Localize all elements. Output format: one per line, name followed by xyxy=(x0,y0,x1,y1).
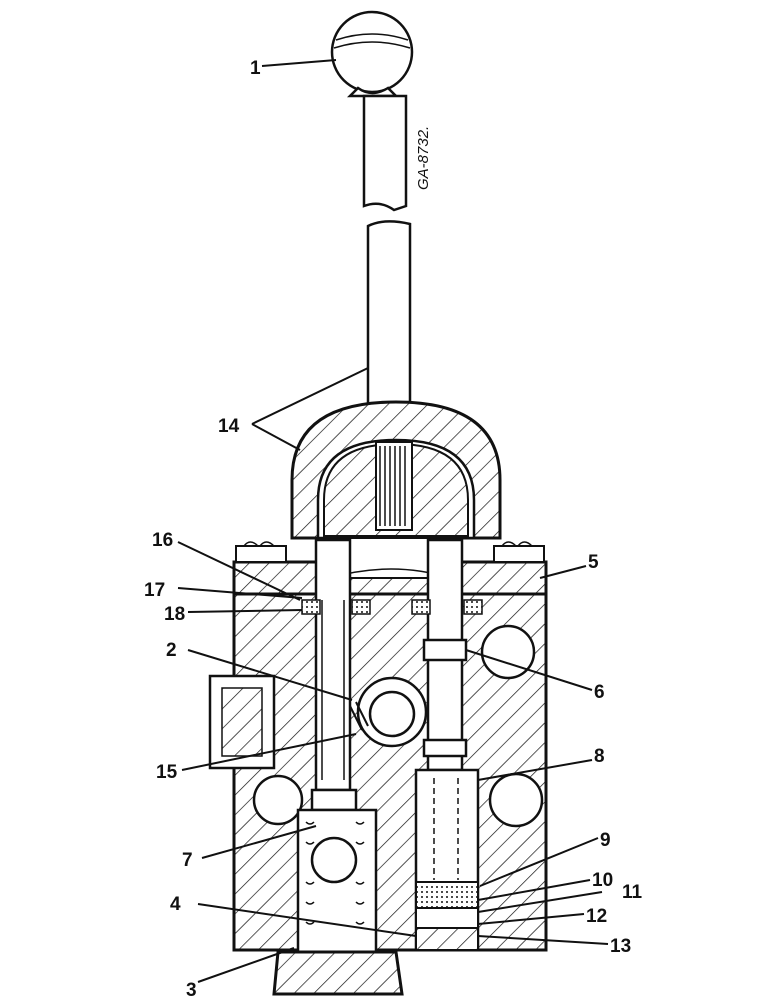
callout-12: 12 xyxy=(586,906,607,927)
callout-6: 6 xyxy=(594,682,605,703)
callout-1: 1 xyxy=(250,58,261,79)
dome-housing xyxy=(290,400,502,540)
drawing-reference: GA-8732. xyxy=(415,126,432,190)
bottom-plug xyxy=(272,950,404,996)
callout-14: 14 xyxy=(218,416,240,437)
callout-3: 3 xyxy=(186,980,197,1000)
callout-16: 16 xyxy=(152,530,173,551)
callout-15: 15 xyxy=(156,762,178,783)
callout-17: 17 xyxy=(144,580,165,601)
right-plunger-assembly xyxy=(414,538,480,952)
leader-lines xyxy=(177,59,609,983)
callout-10: 10 xyxy=(592,870,613,891)
callout-8: 8 xyxy=(594,746,605,767)
ball-detent xyxy=(349,690,416,738)
left-plunger-assembly xyxy=(296,538,378,962)
knob xyxy=(330,10,414,98)
callout-11: 11 xyxy=(622,882,643,903)
callout-2: 2 xyxy=(166,640,177,661)
callout-7: 7 xyxy=(182,850,193,871)
callout-9: 9 xyxy=(600,830,611,851)
callout-13: 13 xyxy=(610,936,631,957)
callout-18: 18 xyxy=(164,604,185,625)
seals-row xyxy=(301,599,483,615)
cover-plate xyxy=(232,537,548,596)
callout-5: 5 xyxy=(588,552,599,573)
lever-shaft-upper xyxy=(362,94,408,212)
callout-4: 4 xyxy=(170,894,181,915)
